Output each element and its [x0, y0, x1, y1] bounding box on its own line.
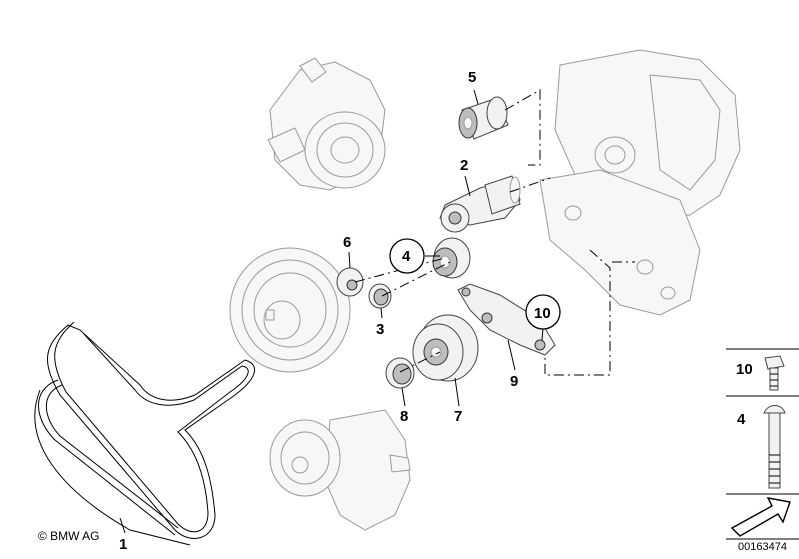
idler-pulley-part-5: [458, 96, 509, 140]
hex-bolt-icon: [764, 355, 785, 391]
callout-1: 1: [119, 536, 127, 553]
guide-pulley-part-7: [412, 314, 479, 382]
callout-10-circle: [525, 294, 561, 330]
callout-6: 6: [343, 234, 351, 251]
alternator-drawing: [539, 49, 741, 316]
callout-10: 10: [534, 305, 551, 322]
cover-part-8: [385, 357, 415, 389]
ribbed-belt-part-1: [34, 321, 256, 546]
vibration-damper-drawing: [229, 247, 351, 373]
hardware-legend: 10 4: [726, 348, 799, 540]
callout-5: 5: [468, 69, 476, 86]
cover-part-3: [368, 283, 392, 309]
callout-8: 8: [400, 408, 408, 425]
legend-label-10: 10: [736, 361, 753, 378]
callout-3: 3: [376, 321, 384, 338]
callout-2: 2: [460, 157, 468, 174]
callout-7: 7: [454, 408, 462, 425]
tensioner-roller: [432, 237, 471, 279]
callout-4-circle: [389, 238, 425, 274]
cover-cap-part-6: [336, 267, 364, 297]
direction-arrow-icon: [730, 497, 791, 537]
copyright-text: © BMW AG: [38, 529, 100, 543]
screw-bolt-icon: [763, 405, 786, 489]
leader-lines: [119, 89, 544, 534]
belt-tensioner-part-2: [439, 175, 521, 233]
callout-9: 9: [510, 373, 518, 390]
diagram-number: 00163474: [738, 541, 787, 553]
water-pump-drawing: [267, 57, 386, 191]
callout-4: 4: [402, 248, 411, 265]
bracket-part-9: [457, 283, 556, 356]
callouts: 5 2 6 4 3 10 9 8 7 1: [119, 69, 561, 553]
steering-pump-drawing: [269, 409, 411, 531]
legend-label-4: 4: [737, 411, 746, 428]
